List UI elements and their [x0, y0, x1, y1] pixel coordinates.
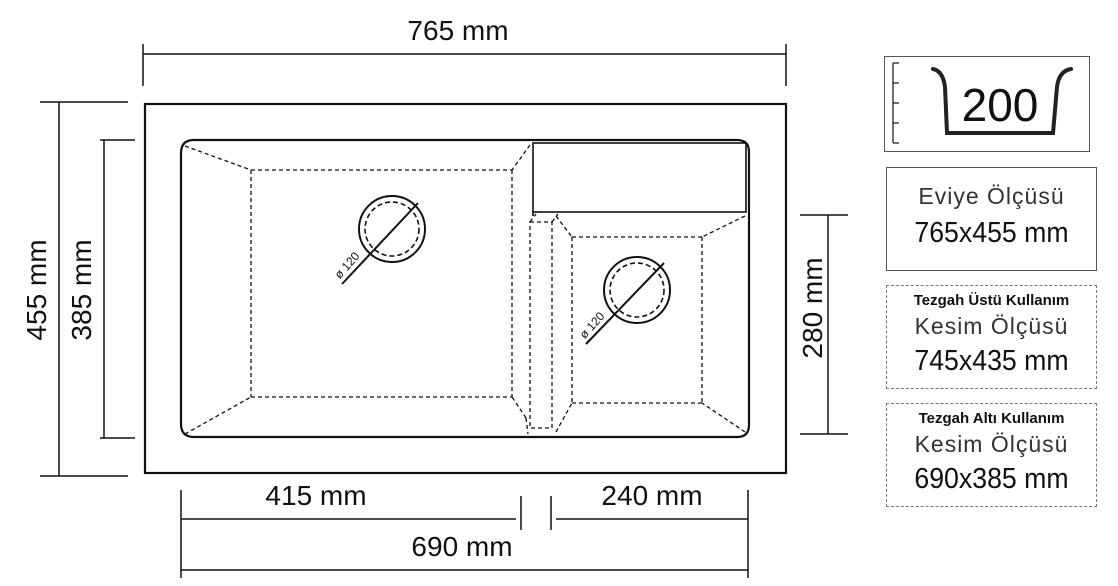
sink-size-panel: Eviye Ölçüsü 765x455 mm — [886, 167, 1097, 271]
under-mount-title: Tezgah Altı Kullanım — [918, 410, 1065, 427]
top-mount-title: Tezgah Üstü Kullanım — [913, 292, 1070, 309]
label-overall-width: 765 mm — [407, 15, 508, 46]
label-inner-height: 385 mm — [66, 239, 97, 340]
dimension-bottom-widths — [180, 490, 749, 578]
sink-outer-frame — [143, 102, 788, 475]
label-overall-height: 455 mm — [21, 239, 52, 340]
depth-indicator: 200 — [884, 56, 1090, 152]
dimension-inner-height — [100, 139, 135, 439]
sink-inner-outline — [179, 138, 751, 439]
small-bowl — [555, 215, 746, 433]
dimension-overall-width — [142, 44, 787, 86]
label-drain-big: ø 120 — [332, 249, 363, 281]
sink-size-value: 765x455 mm — [914, 217, 1069, 249]
under-mount-value: 690x385 mm — [914, 463, 1069, 495]
under-mount-subtitle: Kesim Ölçüsü — [914, 431, 1069, 457]
bowl-divider — [529, 213, 559, 429]
small-bowl-drain — [585, 256, 671, 345]
top-mount-value: 745x435 mm — [914, 345, 1069, 377]
depth-value: 200 — [962, 79, 1039, 131]
top-mount-subtitle: Kesim Ölçüsü — [914, 313, 1069, 339]
ruler-icon — [892, 62, 899, 144]
label-small-bowl-width: 240 mm — [601, 480, 702, 511]
dimension-small-bowl-height — [800, 214, 848, 435]
bowl-depth-icon — [931, 67, 1073, 135]
under-mount-panel: Tezgah Altı Kullanım Kesim Ölçüsü 690x38… — [886, 403, 1097, 507]
label-small-bowl-height: 280 mm — [797, 257, 828, 358]
top-mount-panel: Tezgah Üstü Kullanım Kesim Ölçüsü 745x43… — [886, 285, 1097, 389]
dimension-overall-height — [40, 101, 128, 477]
label-big-bowl-width: 415 mm — [265, 480, 366, 511]
shelf-area — [532, 142, 747, 216]
big-bowl-drain — [341, 195, 426, 285]
label-inner-width: 690 mm — [411, 531, 512, 562]
sink-size-title: Eviye Ölçüsü — [918, 183, 1065, 209]
big-bowl — [184, 144, 531, 435]
